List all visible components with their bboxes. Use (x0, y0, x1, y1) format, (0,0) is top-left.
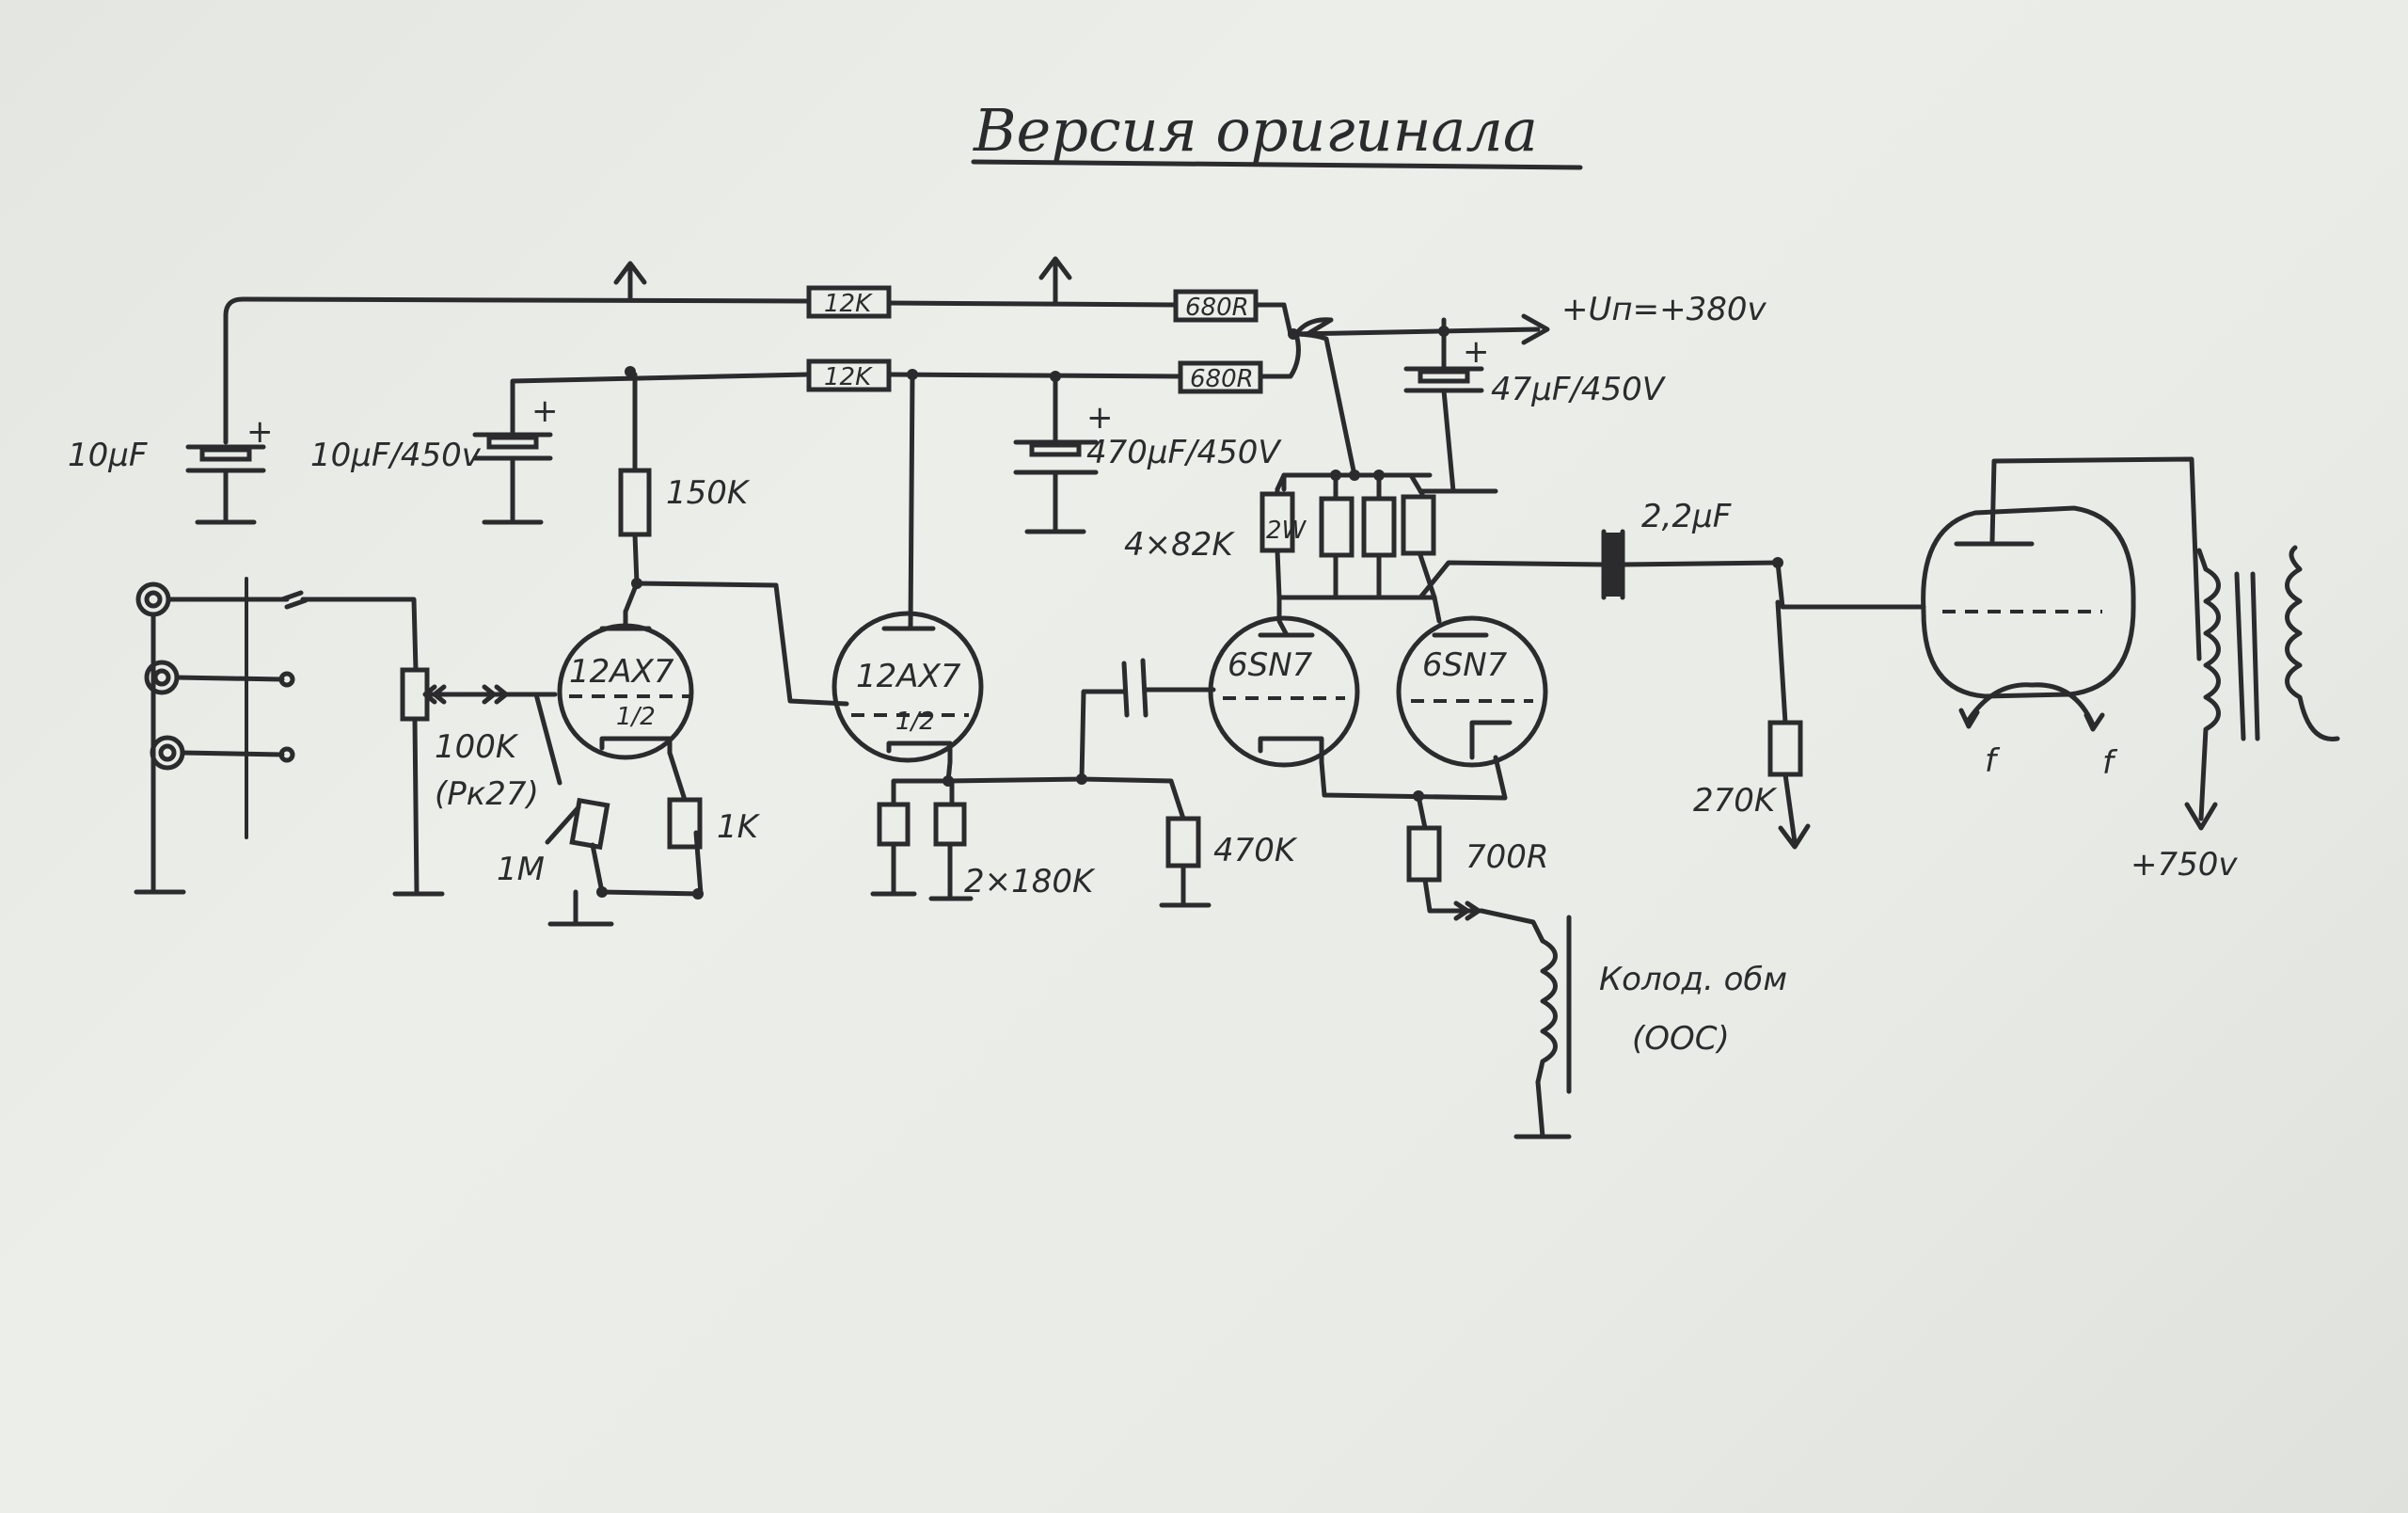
tube-v2-label: 12AX7 (856, 658, 961, 695)
junction-dot (1330, 470, 1341, 481)
capacitor-47uf-label: 47µF/450V (1491, 371, 1667, 408)
wire (1079, 689, 1127, 782)
plus-sign: + (531, 392, 559, 430)
capacitor-10uf-label: 10µF (68, 437, 148, 474)
resistor-270k-label: 270K (1693, 782, 1778, 820)
wire (590, 830, 704, 897)
filament-label-right: f (2102, 744, 2118, 782)
input-selector (134, 577, 419, 895)
wire (545, 804, 581, 845)
junction-dot (692, 888, 704, 900)
wire (623, 532, 640, 614)
wire (945, 759, 1085, 784)
resistor-12k-mid-label: 12K (824, 363, 873, 391)
plus-sign: + (1086, 399, 1114, 437)
resistor-180k-b (933, 802, 967, 847)
wire (1479, 908, 1545, 944)
resistor-150k-label: 150K (666, 474, 751, 512)
wire (1775, 599, 1788, 725)
supply-voltage-label: +Uп=+380v (1561, 291, 1766, 328)
resistor-1m (569, 797, 610, 851)
wire (1620, 560, 1781, 567)
volume-potentiometer (392, 667, 539, 897)
resistor-680r-mid (1178, 360, 1263, 394)
pot-type-label: (Pк27) (435, 775, 539, 813)
capacitor-10uf-450 (472, 425, 553, 525)
resistor-12k-top-label: 12K (824, 290, 873, 318)
bias-arrow (1778, 772, 1811, 850)
feedback-label: Колод. обм (1599, 961, 1787, 998)
junction-dot (596, 886, 608, 898)
resistor-470k-label: 470K (1213, 832, 1298, 869)
resistor-1k (667, 797, 703, 850)
resistor-12k-top (806, 285, 892, 319)
resistor-470k (1165, 816, 1201, 868)
junction-dot (1373, 470, 1385, 481)
capacitor-coupling-small (1121, 661, 1130, 718)
resistor-4x82k-label: 4×82K (1124, 526, 1235, 564)
tube-v3-label: 6SN7 (1228, 646, 1313, 684)
output-transformer (2184, 545, 2340, 831)
plus-sign: + (246, 413, 274, 451)
wire (891, 841, 953, 901)
ground-symbol (1159, 863, 1212, 908)
tube-v3 (1208, 595, 1360, 768)
pot-value-label: 100K (435, 728, 519, 766)
tube-v2-half-label: 1/2 (895, 708, 935, 736)
plus-sign: + (1463, 333, 1490, 371)
wire (634, 581, 849, 707)
output-tube (1921, 456, 2202, 732)
capacitor-47uf (1403, 317, 1498, 494)
feedback-winding (1535, 938, 1558, 1085)
wire (1775, 560, 1926, 610)
capacitor-470uf-label: 470µF/450V (1086, 434, 1282, 471)
capacitor-2-2uf-body (1605, 533, 1622, 597)
resistor-4x82k-inner-label: 2W (1266, 517, 1307, 545)
tube-v4-label: 6SN7 (1422, 646, 1508, 684)
wire (908, 372, 915, 631)
filament-label-left: f (1985, 742, 2001, 780)
resistor-1k-label: 1K (717, 808, 761, 846)
wire (1079, 776, 1186, 821)
junction-dot (1349, 470, 1360, 481)
feedback-sub-label: (ООС) (1632, 1020, 1730, 1058)
tube-v2 (832, 611, 984, 765)
top-rail (223, 256, 1293, 445)
capacitor-10uf (185, 444, 266, 525)
wire (533, 692, 562, 786)
tube-v1-label: 12AX7 (569, 653, 674, 691)
wire (667, 750, 688, 803)
tube-v4 (1396, 595, 1548, 768)
ground-symbol (1513, 1079, 1572, 1139)
capacitor-470uf (1013, 374, 1099, 534)
wire (1418, 560, 1607, 600)
wire (891, 778, 955, 807)
title: Версия оригинала (973, 96, 1538, 165)
wiper-arrow (1453, 900, 1481, 921)
resistor-2x180k-label: 2×180K (964, 863, 1096, 900)
capacitor-2-2uf-label: 2,2µF (1641, 498, 1732, 535)
output-supply-label: +750v (2131, 846, 2238, 884)
resistor-680r-top-label: 680R (1185, 294, 1249, 322)
resistor-4x82k-bank (1259, 472, 1437, 600)
resistor-150k (618, 468, 652, 537)
ground-symbol (547, 889, 614, 927)
resistor-270k (1767, 720, 1803, 777)
ground-symbol (870, 891, 974, 901)
resistor-12k-mid (806, 358, 892, 392)
resistor-680r-top (1173, 289, 1259, 323)
wire (1416, 793, 1428, 831)
resistor-180k-a (877, 802, 911, 847)
resistor-1m-label: 1M (497, 851, 545, 888)
junction-dot (1288, 328, 1299, 340)
resistor-700r-label: 700R (1465, 838, 1549, 876)
tube-v1-half-label: 1/2 (616, 703, 656, 731)
resistor-680r-mid-label: 680R (1190, 365, 1254, 393)
title-underline (971, 159, 1583, 170)
tube-v1 (533, 609, 694, 760)
capacitor-10uf-450-label: 10µF/450v (310, 437, 482, 474)
resistor-700r (1406, 825, 1442, 883)
